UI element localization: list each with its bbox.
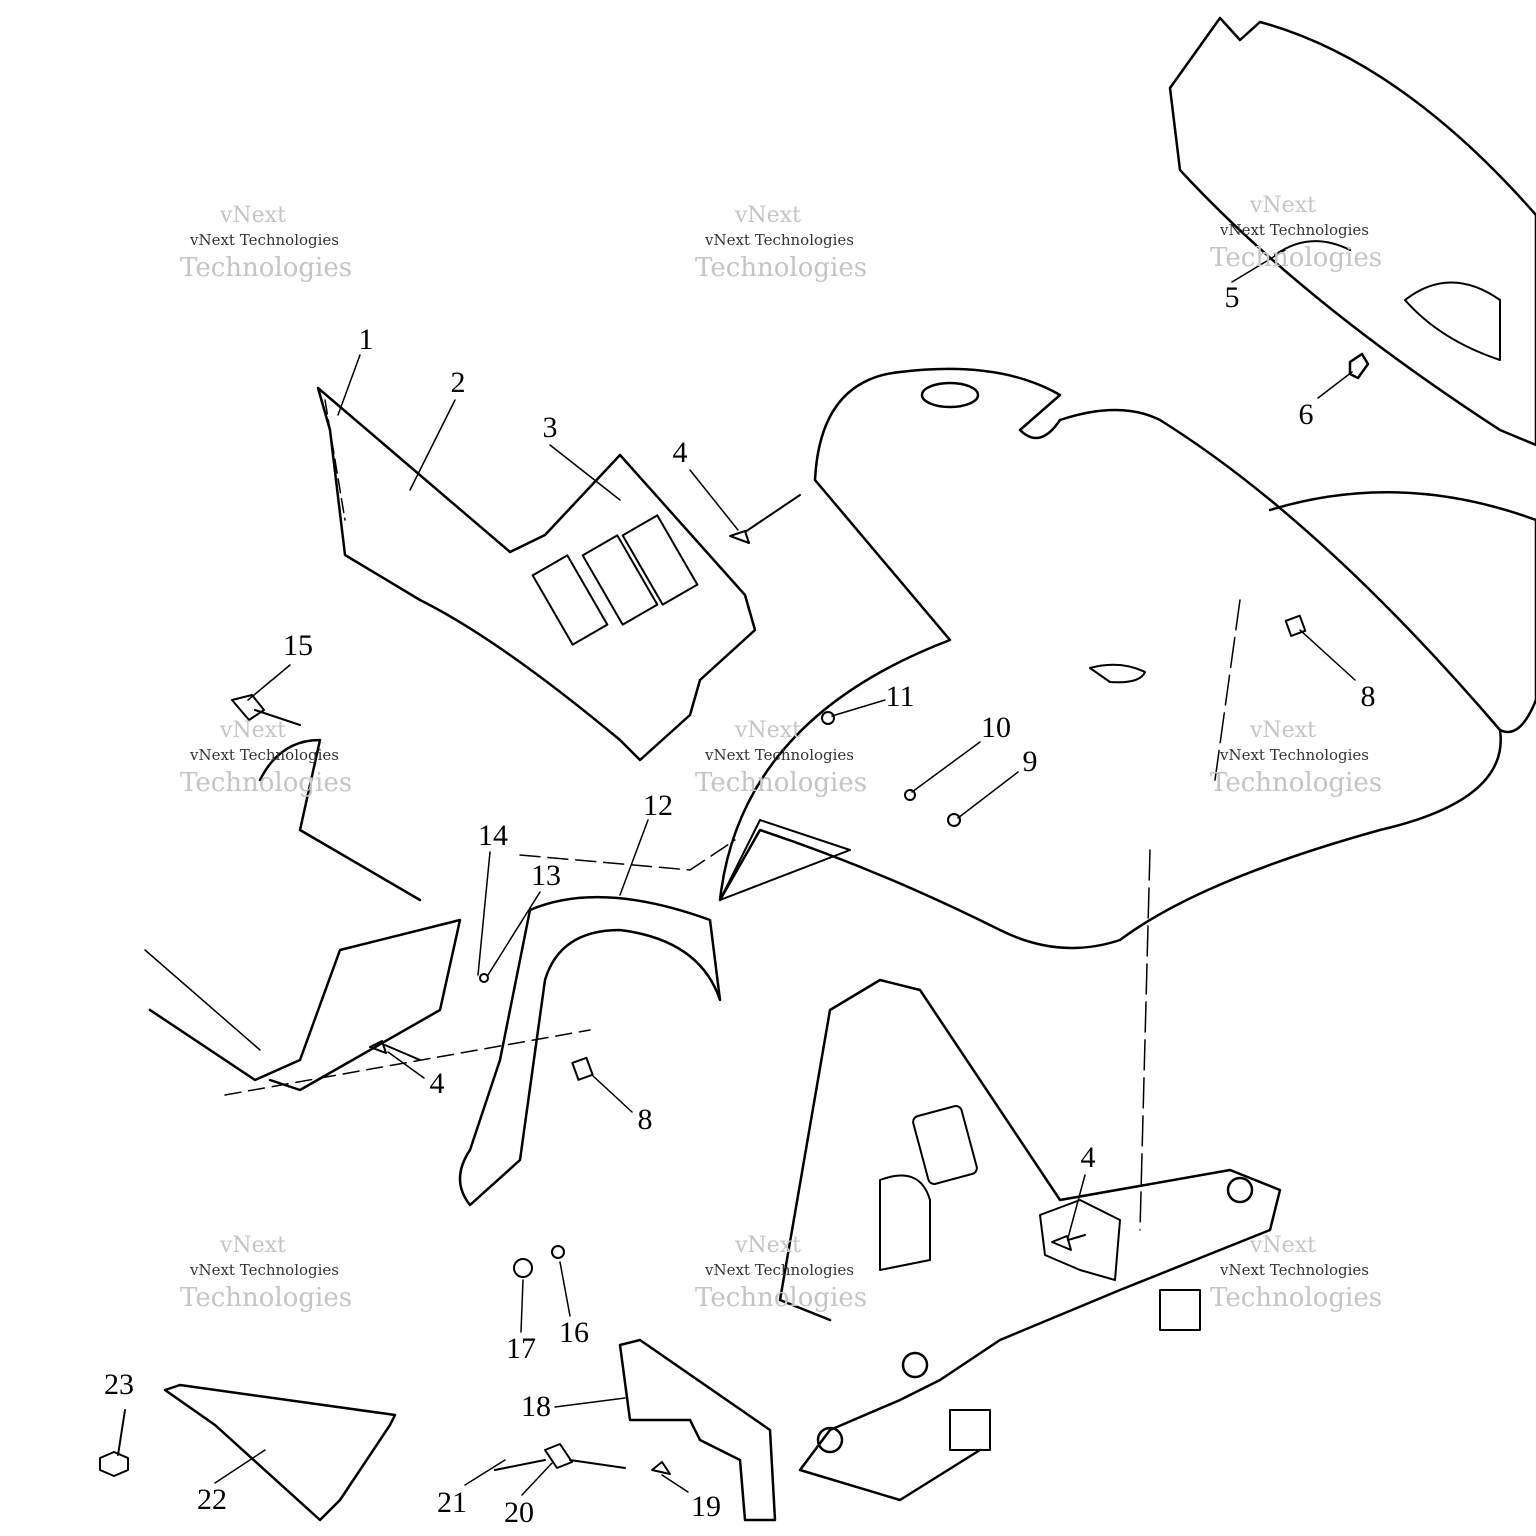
callout-4: 4 [672, 436, 688, 469]
leader-lines [214, 249, 1356, 1496]
callout-4b: 4 [429, 1067, 445, 1100]
callout-12: 12 [643, 789, 673, 822]
part-12-fender-flare [458, 895, 722, 1207]
footrest-left [148, 918, 462, 1092]
part-18-plate [618, 1338, 777, 1522]
part-5-rear-cover [1168, 16, 1536, 447]
callout-18: 18 [521, 1390, 551, 1423]
callout-9: 9 [1022, 745, 1038, 778]
fasteners [99, 494, 1307, 1477]
frame [798, 978, 1282, 1502]
callout-22: 22 [197, 1483, 227, 1516]
callout-14: 14 [478, 819, 508, 852]
callout-17: 17 [506, 1332, 536, 1365]
callout-6: 6 [1298, 398, 1314, 431]
callout-20: 20 [504, 1496, 534, 1529]
part-2-side-panel [316, 386, 757, 762]
callout-8: 8 [1360, 680, 1376, 713]
callout-2: 2 [450, 366, 466, 399]
callout-16: 16 [559, 1316, 589, 1349]
part-22-guard [163, 1383, 397, 1522]
callout-13: 13 [531, 859, 561, 892]
part-6-clip [1348, 352, 1370, 380]
callout-5: 5 [1224, 281, 1240, 314]
callout-10: 10 [981, 711, 1011, 744]
callout-8b: 8 [637, 1103, 653, 1136]
callout-3: 3 [542, 411, 558, 444]
callout-1: 1 [358, 323, 374, 356]
main-fender [718, 367, 1502, 950]
callout-11: 11 [885, 680, 915, 713]
callout-19: 19 [691, 1490, 721, 1523]
callout-21: 21 [437, 1486, 467, 1519]
callout-23: 23 [104, 1368, 134, 1401]
callout-4c: 4 [1080, 1141, 1096, 1174]
callout-15: 15 [283, 629, 313, 662]
